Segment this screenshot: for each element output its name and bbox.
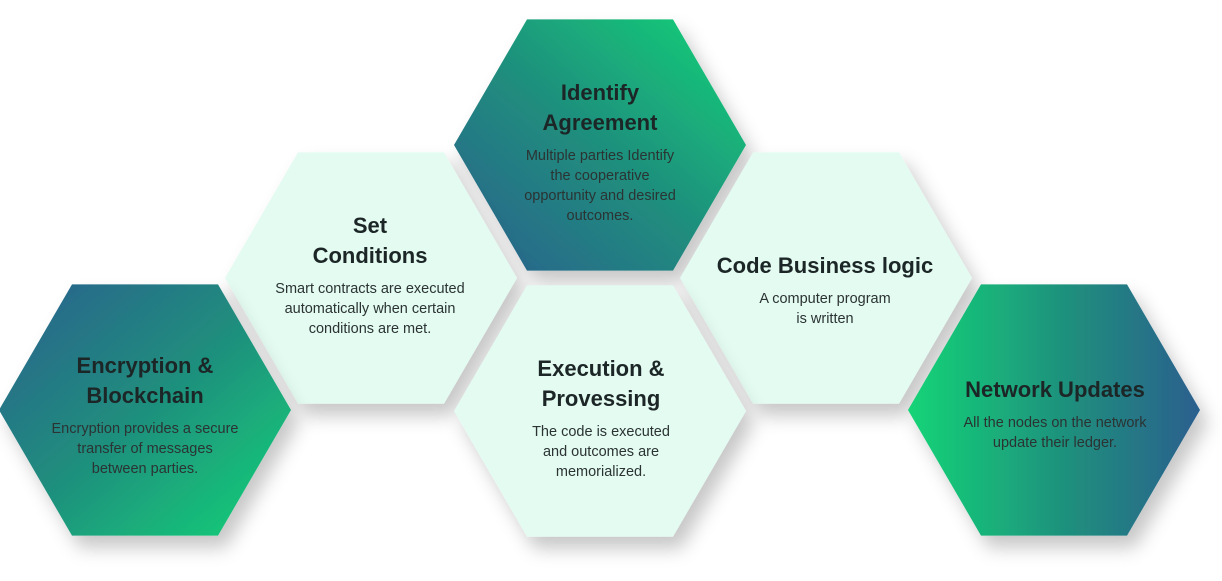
hexagon-title: Identify Agreement [542,80,658,135]
hexagon-description: All the nodes on the network update thei… [963,415,1147,451]
hexagon-description: A computer program is written [759,291,891,327]
hexagon-shape-code-business-logic [680,152,972,404]
hexagon-title: Code Business logic [716,253,934,278]
hexagon-execution-processing: Execution & Provessing The code is execu… [476,354,726,482]
hexagon-identify-agreement: Identify Agreement Multiple parties Iden… [480,78,720,226]
hexagon-shape-encryption-blockchain [0,284,291,536]
hexagon-network-updates: Network Updates All the nodes on the net… [925,375,1185,453]
hexagon-title: Network Updates [965,377,1145,402]
hexagon-description: The code is executed and outcomes are me… [532,424,670,480]
hexagon-shape-execution-processing [454,285,746,537]
hexagon-title: Execution & Provessing [537,356,665,411]
hexagon-shape-network-updates [908,284,1200,536]
hexagon-title: Set Conditions [312,213,428,268]
hexagon-description: Smart contracts are executed automatical… [275,281,465,337]
hexagon-description: Multiple parties Identify the cooperativ… [524,148,676,224]
hexagon-shape-set-conditions [225,152,517,404]
hexagon-description: Encryption provides a secure transfer of… [51,421,239,477]
hexagon-shape-identify-agreement [454,19,746,271]
hexagon-encryption-blockchain: Encryption & Blockchain Encryption provi… [20,351,270,479]
hexagon-title: Encryption & Blockchain [76,353,214,408]
hexagon-set-conditions: Set Conditions Smart contracts are execu… [250,211,490,339]
hexagon-code-business-logic: Code Business logic A computer program i… [695,251,955,329]
